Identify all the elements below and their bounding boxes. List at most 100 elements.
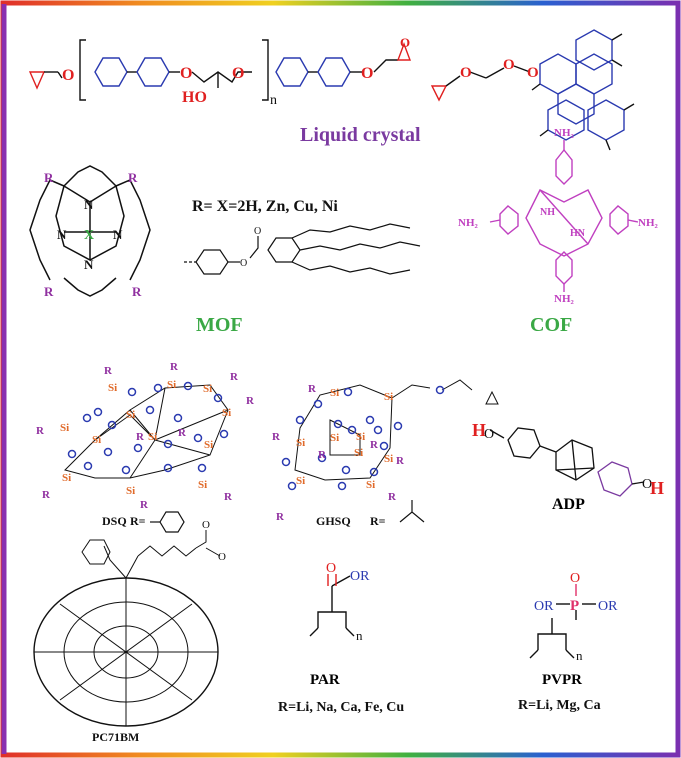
atom-o: O xyxy=(570,571,580,586)
atom-o: O xyxy=(460,65,472,81)
atom-n: N xyxy=(113,227,123,242)
amine-nh2: NH₂ xyxy=(554,127,575,139)
ghsq-o-atoms xyxy=(281,385,445,491)
atom-o: O xyxy=(218,551,226,563)
ghsq-r-groups: R R R R R R R xyxy=(272,383,405,523)
label-cof: COF xyxy=(530,314,573,336)
svg-text:R: R xyxy=(308,383,317,395)
atom-o: O xyxy=(503,57,515,73)
r-group: R xyxy=(44,284,54,299)
label-ghsq: GHSQ xyxy=(316,514,351,528)
atom-or: OR xyxy=(350,569,370,584)
atom-h: H xyxy=(650,478,664,498)
svg-text:R: R xyxy=(318,449,327,461)
lc-triphenylene xyxy=(430,29,635,151)
atom-o: O xyxy=(527,65,539,81)
svg-text:Si: Si xyxy=(203,383,212,395)
ghsq-cage xyxy=(294,379,499,481)
svg-text:R: R xyxy=(178,427,187,439)
pvpr-polymer xyxy=(529,584,596,659)
svg-text:Si: Si xyxy=(126,485,135,497)
atom-o: O xyxy=(400,35,410,50)
label-par: PAR xyxy=(310,672,340,688)
par-polymer xyxy=(309,574,355,637)
pc71bm-fullerene xyxy=(33,530,221,727)
repeat-n: n xyxy=(576,648,583,663)
svg-text:Si: Si xyxy=(330,432,339,444)
svg-text:Si: Si xyxy=(126,409,135,421)
svg-text:R: R xyxy=(272,431,281,443)
atom-p: P xyxy=(570,598,579,614)
mof-substituent xyxy=(184,223,421,275)
svg-text:Si: Si xyxy=(148,431,157,443)
r-group: R xyxy=(128,170,138,185)
svg-text:Si: Si xyxy=(356,431,365,443)
svg-text:Si: Si xyxy=(62,472,71,484)
r-group: R xyxy=(44,170,54,185)
dsq-o-atoms xyxy=(67,381,229,475)
svg-text:Si: Si xyxy=(296,475,305,487)
dsq-r-groups: R R R R R R R R R R xyxy=(36,361,255,511)
dsq-phenyl xyxy=(159,511,185,533)
svg-text:R: R xyxy=(140,499,149,511)
repeat-n: n xyxy=(356,628,363,643)
svg-text:Si: Si xyxy=(330,387,339,399)
atom-o: O xyxy=(642,477,652,492)
svg-text:R: R xyxy=(42,489,51,501)
label-adp: ADP xyxy=(552,496,585,513)
atom-o: O xyxy=(202,519,210,531)
svg-text:Si: Si xyxy=(366,479,375,491)
r-group: R xyxy=(132,284,142,299)
atom-o: O xyxy=(62,67,74,84)
svg-text:R: R xyxy=(276,511,285,523)
atom-or: OR xyxy=(534,599,554,614)
svg-text:Si: Si xyxy=(354,447,363,459)
metal-x: X xyxy=(84,228,94,243)
atom-ho: HO xyxy=(182,89,207,106)
svg-text:Si: Si xyxy=(92,434,101,446)
svg-text:R: R xyxy=(136,431,145,443)
svg-text:R: R xyxy=(230,371,239,383)
repeat-n: n xyxy=(270,93,277,108)
dsq-r-label: R= xyxy=(130,514,146,528)
atom-o: O xyxy=(326,561,336,576)
atom-h: H xyxy=(472,420,486,440)
amine-nh2: NH₂ xyxy=(638,217,659,229)
amine-nh2: NH₂ xyxy=(458,217,479,229)
par-substituent-label: R=Li, Na, Ca, Fe, Cu xyxy=(278,700,405,715)
atom-hn: HN xyxy=(570,228,586,239)
svg-text:R: R xyxy=(396,455,405,467)
label-dsq: DSQ xyxy=(102,514,127,528)
atom-o: O xyxy=(232,65,244,82)
svg-text:Si: Si xyxy=(296,437,305,449)
adp-molecule xyxy=(489,427,645,497)
atom-o: O xyxy=(484,427,494,442)
label-pvpr: PVPR xyxy=(542,672,582,688)
dsq-si-atoms: Si Si Si Si Si Si Si Si Si Si Si Si xyxy=(60,379,231,497)
svg-text:Si: Si xyxy=(198,479,207,491)
label-liquid-crystal: Liquid crystal xyxy=(300,124,421,146)
atom-o: O xyxy=(180,65,192,82)
svg-text:Si: Si xyxy=(60,422,69,434)
svg-text:Si: Si xyxy=(384,391,393,403)
mof-porphyrin xyxy=(29,165,151,297)
svg-text:R: R xyxy=(224,491,233,503)
mof-substituent-label: R= X=2H, Zn, Cu, Ni xyxy=(192,198,338,215)
label-pc71bm: PC71BM xyxy=(92,730,140,744)
svg-text:R: R xyxy=(246,395,255,407)
svg-text:R: R xyxy=(388,491,397,503)
atom-o: O xyxy=(254,226,261,237)
atom-n: N xyxy=(57,227,67,242)
dsq-cage xyxy=(64,384,229,479)
svg-text:Si: Si xyxy=(222,407,231,419)
svg-text:Si: Si xyxy=(167,379,176,391)
svg-text:R: R xyxy=(36,425,45,437)
svg-text:Si: Si xyxy=(384,453,393,465)
ghsq-r-label: R= xyxy=(370,514,386,528)
atom-o: O xyxy=(361,65,373,82)
pvpr-substituent-label: R=Li, Mg, Ca xyxy=(518,698,601,713)
atom-n: N xyxy=(84,197,94,212)
